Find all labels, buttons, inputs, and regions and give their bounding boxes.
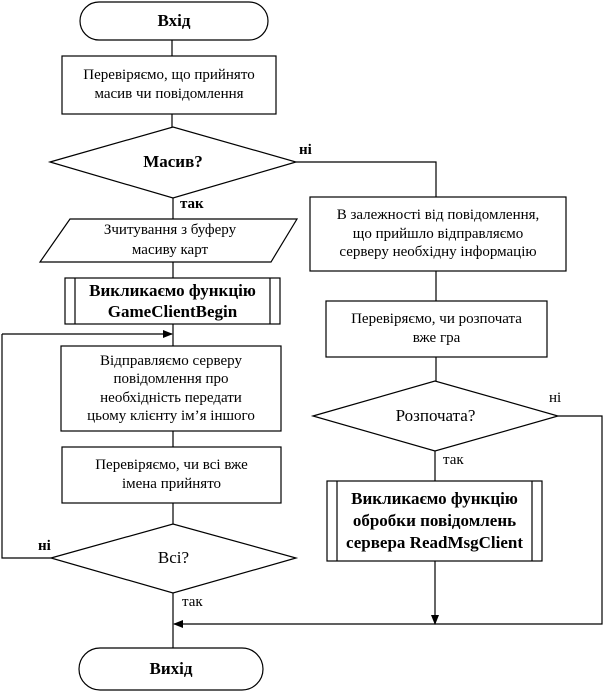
text-line: імена прийнято	[121, 476, 222, 492]
text-line: серверу необхідну інформацію	[339, 244, 537, 261]
text-line: Відправляємо серверу	[100, 352, 242, 369]
read-buffer-data	[38, 218, 299, 263]
end-terminator	[78, 647, 264, 691]
text-line: необхідність передати	[100, 389, 242, 406]
send-info-text: В залежності від повідомлення, що прийшл…	[310, 197, 566, 271]
text-line: сервера ReadMsgClient	[345, 533, 523, 553]
started-yes-label: так	[443, 452, 464, 468]
send-name-request-box	[60, 345, 282, 432]
text-line: Перевіряємо, що прийнято	[83, 66, 255, 83]
array-yes-label: так	[180, 196, 204, 212]
text-line: Викликаємо функцію	[351, 488, 518, 508]
text-line: В залежності від повідомлення,	[336, 206, 540, 223]
send-info-box	[309, 196, 567, 272]
game-client-begin-text: Викликаємо функцію GameClientBegin	[75, 278, 270, 324]
start-terminator	[79, 1, 269, 41]
check-names-box	[61, 446, 282, 504]
started-no-label: ні	[549, 390, 562, 406]
check-started-text: Перевіряємо, чи розпочата вже гра	[326, 301, 547, 357]
send-name-request-text: Відправляємо серверу повідомлення про не…	[61, 346, 281, 431]
is-array-label: Масив?	[143, 151, 203, 171]
read-msg-client-text: Викликаємо функцію обробки повідомлень с…	[337, 481, 532, 561]
text-line: вже гра	[412, 330, 461, 346]
text-line: що прийшло відправляємо	[352, 225, 524, 242]
text-line: Перевіряємо, чи всі вже	[95, 456, 248, 473]
all-no-label: ні	[38, 538, 51, 554]
check-names-text: Перевіряємо, чи всі вже імена прийнято	[62, 447, 281, 503]
all-received-decision	[48, 523, 299, 594]
text-line: Перевіряємо, чи розпочата	[351, 310, 522, 327]
read-buffer-text: Зчитування з буферу масиву карт	[50, 219, 290, 262]
end-label: Вихід	[149, 658, 193, 678]
text-line: повідомлення про	[113, 371, 229, 388]
is-started-label: Розпочата?	[395, 405, 476, 425]
all-yes-label: так	[182, 594, 203, 610]
all-received-label: Всі?	[157, 547, 190, 567]
text-line: Зчитування з буферу	[103, 222, 237, 238]
start-label: Вхід	[157, 10, 191, 30]
array-no-label: ні	[299, 142, 312, 158]
text-line: масив чи повідомлення	[94, 86, 244, 102]
text-line: обробки повідомлень	[352, 510, 517, 530]
text-line: цьому клієнту ім’я іншого	[87, 407, 255, 424]
check-received-box	[61, 55, 277, 115]
text-line: масиву карт	[131, 241, 209, 258]
check-received-text: Перевіряємо, що прийнято масив чи повідо…	[62, 56, 276, 114]
text-line: GameClientBegin	[107, 302, 238, 321]
text-line: Викликаємо функцію	[89, 280, 256, 300]
